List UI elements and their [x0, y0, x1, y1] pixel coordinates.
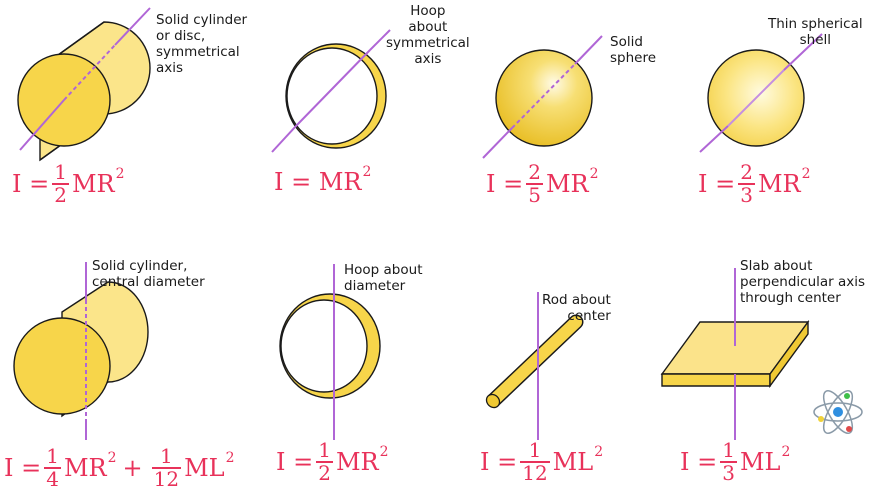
label-hoop-diameter: Hoop about diameter: [344, 262, 423, 294]
fraction-numerator: 2: [740, 160, 753, 184]
exponent: 2: [781, 444, 791, 460]
formula-suffix: MR: [545, 170, 589, 198]
atom-icon: [813, 389, 863, 435]
exponent: 2: [594, 444, 604, 460]
formula-prefix: I =: [486, 170, 524, 198]
formula-suffix: MR: [335, 448, 379, 476]
formula-prefix: I =: [680, 448, 718, 476]
formula-suffix: ML: [552, 448, 594, 476]
label-spherical-shell: Thin spherical shell: [768, 16, 863, 48]
fraction-denominator: 2: [54, 183, 67, 207]
label-solid-sphere: Solid sphere: [610, 34, 657, 66]
fraction-denominator: 3: [722, 461, 735, 485]
formula-suffix-second: ML: [184, 454, 225, 482]
formula-prefix: I =: [698, 170, 736, 198]
formula-suffix: MR: [63, 454, 107, 482]
fraction-numerator: 1: [722, 438, 735, 462]
slab-figure: [660, 319, 810, 389]
formula-prefix: I =: [12, 170, 50, 198]
exponent: 2: [801, 166, 811, 182]
fraction-numerator: 1: [528, 438, 542, 462]
exponent-second: 2: [225, 450, 235, 466]
sphere-axis-line: [482, 35, 603, 159]
fraction-denominator: 2: [318, 461, 331, 485]
fraction-numerator: 1: [160, 444, 173, 468]
label-solid-cylinder: Solid cylinder or disc, symmetrical axis: [156, 12, 248, 76]
symmetry-axis-line: [19, 7, 151, 151]
solid-sphere-figure: [495, 49, 593, 147]
hoop-axis-line: [271, 29, 391, 153]
exponent: 2: [115, 166, 125, 182]
exponent: 2: [589, 166, 599, 182]
fraction-denominator: 5: [528, 183, 541, 207]
shell-axis-line: [699, 33, 823, 153]
formula-prefix: I =: [276, 448, 314, 476]
formula-prefix: I =: [480, 448, 518, 476]
hoop-figure: [285, 43, 387, 149]
hoop-diameter-figure: [279, 293, 381, 399]
label-slab: Slab about perpendicular axis through ce…: [740, 258, 866, 306]
formula-suffix: MR: [757, 170, 801, 198]
formula-suffix: MR: [71, 170, 115, 198]
formula-prefix: I =: [4, 454, 42, 482]
rod-figure: [485, 314, 584, 409]
fraction-numerator: 2: [528, 160, 541, 184]
fraction-denominator: 4: [46, 467, 59, 491]
formula-suffix: ML: [739, 448, 781, 476]
fraction-numerator: 1: [318, 438, 331, 462]
formula-prefix: I = MR: [274, 168, 362, 196]
fraction-numerator: 1: [54, 160, 67, 184]
exponent: 2: [379, 444, 389, 460]
cylinder-diameter-figure: [13, 281, 149, 418]
label-cylinder-diameter: Solid cylinder, central diameter: [92, 258, 205, 290]
fraction-numerator: 1: [46, 444, 59, 468]
fraction-denominator: 12: [153, 467, 180, 491]
fraction-denominator: 3: [740, 183, 753, 207]
fraction-denominator: 12: [522, 461, 548, 485]
formula-plus: +: [122, 454, 143, 482]
exponent: 2: [362, 164, 372, 180]
exponent: 2: [107, 450, 117, 466]
solid-cylinder-figure: [17, 21, 151, 162]
label-hoop: Hoop about symmetrical axis: [386, 3, 470, 67]
label-rod: Rod about center: [542, 292, 611, 324]
